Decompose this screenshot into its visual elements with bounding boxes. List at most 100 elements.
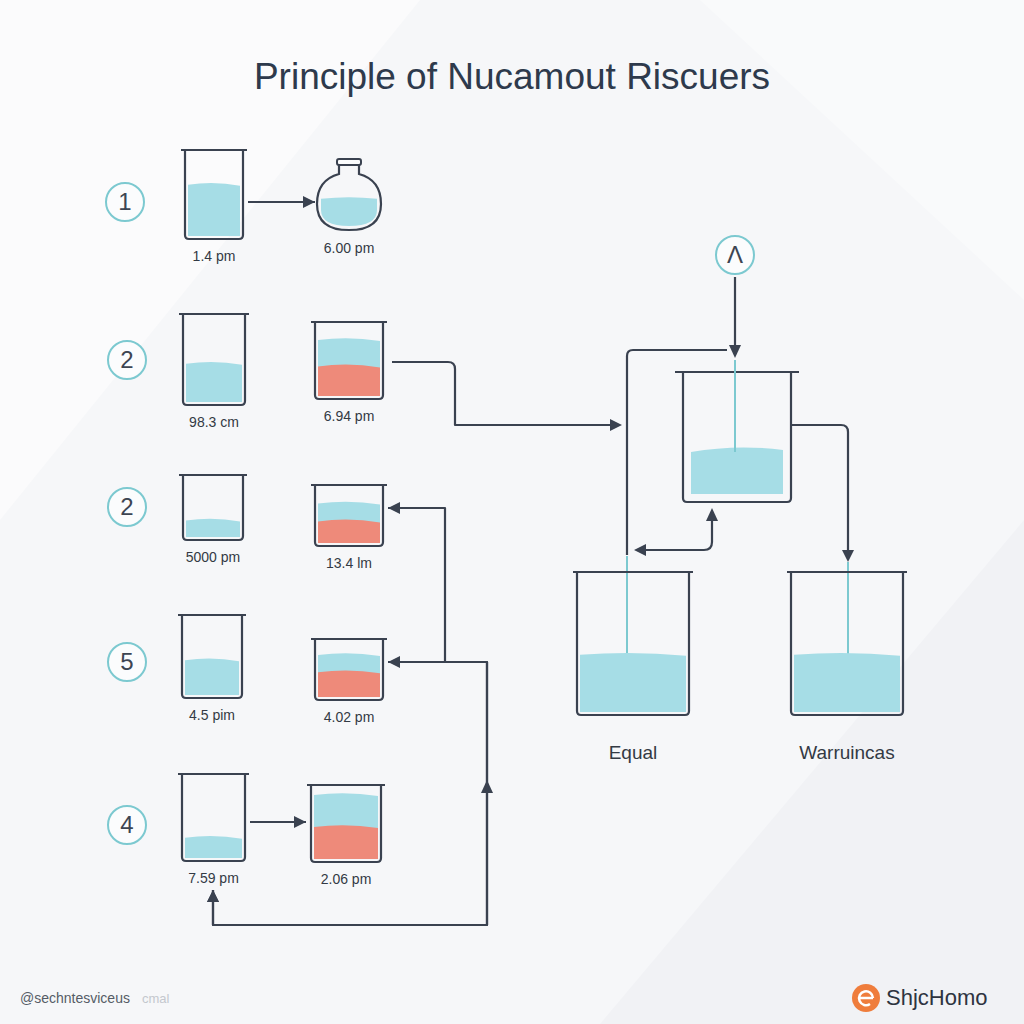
vessel-label: Equal: [572, 742, 694, 764]
flask-cap: [337, 159, 361, 165]
arrowhead: [207, 890, 219, 902]
liquid: [188, 183, 240, 236]
liquid: [185, 659, 239, 695]
beaker-outline: [179, 314, 249, 405]
beaker: [675, 372, 799, 502]
liquid: [318, 653, 380, 697]
liquid: [185, 836, 242, 858]
arrowhead: [706, 508, 718, 521]
vessel-label: 6.00 pm: [315, 240, 383, 256]
liquid: [691, 447, 783, 494]
liquid: [318, 338, 380, 396]
callout-circle: 2: [107, 340, 147, 380]
callout-number: Λ: [727, 243, 743, 267]
vessel-label: 6.94 pm: [310, 408, 388, 424]
vessel-label: 4.02 pm: [310, 709, 388, 725]
wire: [734, 277, 736, 345]
callout-number: 4: [120, 813, 133, 837]
liquid: [318, 365, 380, 396]
flask-shape: [315, 158, 383, 232]
beaker: 98.3 cm: [178, 312, 250, 434]
vessel-label: 1.4 pm: [180, 248, 248, 264]
arrowhead: [610, 419, 622, 431]
arrowhead: [294, 816, 306, 828]
wire: [791, 425, 848, 552]
beaker-outline: [573, 572, 693, 715]
beaker-outline: [311, 639, 387, 700]
callout-circle: 4: [107, 805, 147, 845]
stream: [847, 562, 849, 655]
beaker: 7.59 pm: [177, 772, 250, 890]
beaker: 5000 pm: [178, 473, 248, 569]
beaker-shape: [306, 783, 386, 863]
diagram-title: Principle of Nucamout Riscuers: [0, 56, 1024, 98]
callout-number: 5: [120, 650, 133, 674]
liquid: [186, 362, 242, 402]
arrowhead: [303, 196, 315, 208]
beaker-outline: [178, 774, 249, 861]
beaker: 1.4 pm: [180, 148, 248, 268]
beaker-shape: [177, 613, 247, 699]
vessel-label: Warruincas: [786, 742, 908, 764]
vessel-label: 98.3 cm: [178, 414, 250, 430]
beaker-shape: [572, 570, 694, 716]
beaker-outline: [181, 150, 247, 239]
callout-circle: Λ: [715, 235, 755, 275]
beaker: 4.02 pm: [310, 637, 388, 729]
liquid: [318, 670, 380, 697]
arrowhead: [729, 345, 741, 358]
beaker: Warruincas: [786, 570, 908, 768]
beaker: 4.5 pim: [177, 613, 247, 727]
callout-circle: 2: [107, 487, 147, 527]
beaker-shape: [178, 312, 250, 406]
callout-number: 1: [118, 190, 131, 214]
stream: [626, 556, 628, 655]
background-panel: [600, 520, 1024, 1024]
arrowhead: [388, 502, 400, 514]
vessel-label: 5000 pm: [178, 549, 248, 565]
liquid: [314, 793, 378, 859]
beaker-shape: [786, 570, 908, 716]
beaker: 2.06 pm: [306, 783, 386, 891]
vessel-label: 2.06 pm: [306, 871, 386, 887]
beaker-shape: [310, 637, 388, 701]
stream: [734, 360, 736, 452]
callout-circle: 1: [105, 182, 145, 222]
watermark: cmal: [142, 991, 169, 1006]
beaker: 13.4 lm: [310, 483, 388, 575]
logo-glyph: [859, 991, 873, 1005]
vessel-label: 7.59 pm: [177, 870, 250, 886]
liquid: [318, 520, 380, 543]
callout-circle: 5: [107, 642, 147, 682]
liquid: [321, 197, 377, 226]
arrowhead: [207, 890, 219, 902]
arrowhead: [842, 550, 854, 562]
beaker-shape: [177, 772, 250, 862]
background-panel: [700, 0, 1024, 300]
flask-outline: [317, 164, 381, 230]
liquid: [794, 653, 900, 712]
callout-number: 2: [120, 348, 133, 372]
beaker-outline: [787, 572, 907, 715]
beaker-shape: [310, 320, 388, 400]
watermark: @sechntesviceus: [20, 990, 130, 1006]
wire: [392, 362, 612, 425]
liquid: [314, 825, 378, 859]
arrowhead: [634, 544, 646, 556]
vessel-label: 4.5 pim: [177, 707, 247, 723]
vessel-label: 13.4 lm: [310, 555, 388, 571]
beaker-outline: [179, 475, 247, 540]
arrowhead: [388, 656, 400, 668]
beaker-shape: [178, 473, 248, 541]
beaker: 6.94 pm: [310, 320, 388, 428]
logo-icon: [852, 984, 880, 1012]
beaker-shape: [310, 483, 388, 547]
connector: [213, 662, 487, 925]
logo-text: ShjcHomo: [886, 985, 987, 1011]
liquid: [186, 519, 240, 537]
flask: 6.00 pm: [315, 158, 383, 260]
callout-number: 2: [120, 495, 133, 519]
